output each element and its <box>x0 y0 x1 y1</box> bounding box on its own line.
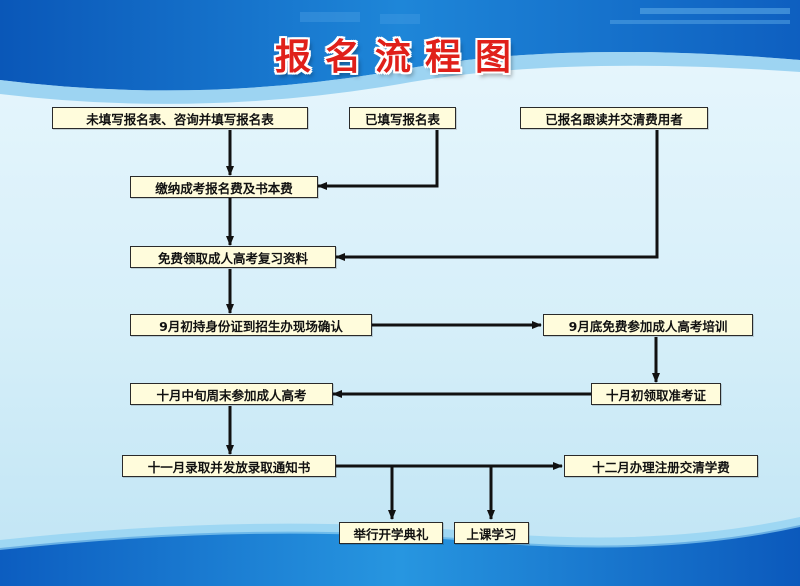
step-get-materials: 免费领取成人高考复习资料 <box>130 246 336 268</box>
step-admission-notice: 十一月录取并发放录取通知书 <box>122 455 336 477</box>
step-free-training: 9月底免费参加成人高考培训 <box>543 314 753 336</box>
arrow-registered-to-materials <box>335 130 659 261</box>
step-opening-ceremony: 举行开学典礼 <box>339 522 443 544</box>
bottom-wave <box>0 525 800 586</box>
top-wave <box>0 0 800 91</box>
page-title: 报名流程图 <box>274 36 525 78</box>
step-exam-pass: 十月初领取准考证 <box>591 383 721 405</box>
top-wave-highlight <box>0 52 800 104</box>
arrow-filled-to-pay <box>317 130 439 190</box>
step-not-filled: 未填写报名表、咨询并填写报名表 <box>52 107 308 129</box>
step-confirm-onsite: 9月初持身份证到招生办现场确认 <box>130 314 372 336</box>
step-attend-class: 上课学习 <box>454 522 529 544</box>
step-registered-with-fees: 已报名跟读并交清费用者 <box>520 107 708 129</box>
step-register-pay: 十二月办理注册交清学费 <box>564 455 758 477</box>
step-take-exam: 十月中旬周末参加成人高考 <box>130 383 333 405</box>
step-pay-fees: 缴纳成考报名费及书本费 <box>130 176 318 198</box>
step-filled: 已填写报名表 <box>349 107 456 129</box>
